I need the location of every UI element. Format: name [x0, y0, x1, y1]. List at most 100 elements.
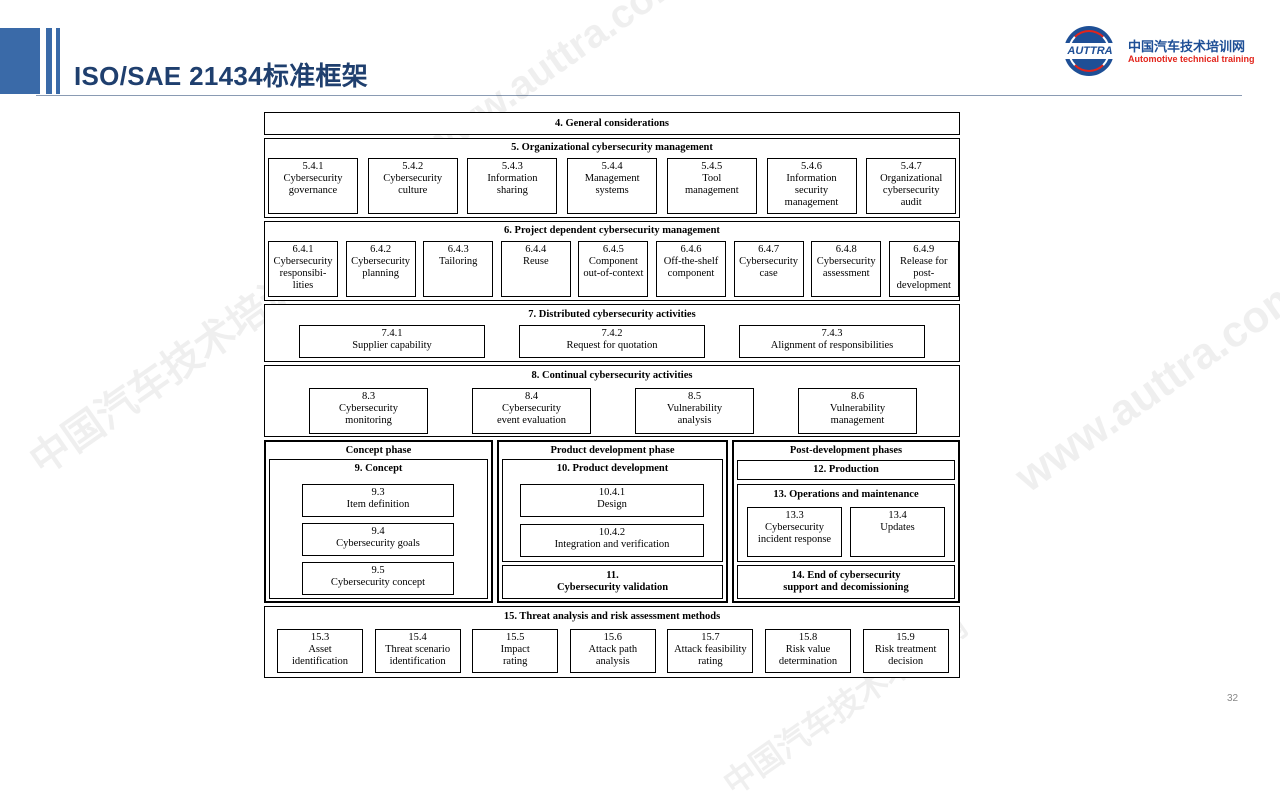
- clause-label: development: [896, 280, 951, 291]
- clause-label: decision: [888, 656, 924, 667]
- phase-post-development: Post-development phases 12. Production 1…: [732, 440, 960, 603]
- clause-number: 9.5: [371, 565, 385, 576]
- clause-number: 5.4.2: [402, 161, 424, 172]
- clause-label: systems: [595, 185, 629, 196]
- clause-production: 12. Production: [737, 460, 955, 480]
- page-number: 32: [1227, 693, 1239, 704]
- clause-label: Cybersecurity: [383, 173, 443, 184]
- clause-title: 10. Product development: [556, 463, 669, 474]
- clause-label: sharing: [496, 185, 528, 196]
- page-title: ISO/SAE 21434标准框架: [74, 61, 369, 91]
- clause-label: monitoring: [345, 415, 392, 426]
- clause-label: Vulnerability: [829, 403, 886, 414]
- clause-number: 15.8: [798, 632, 818, 643]
- clause-label: Organizational: [880, 173, 943, 184]
- clause-number: 6.4.5: [602, 244, 624, 255]
- clause-label: culture: [398, 185, 428, 196]
- clause-label: Risk treatment: [874, 644, 937, 655]
- clause-label: component: [667, 268, 715, 279]
- clause-number: 15.6: [603, 632, 622, 643]
- clause-number: 9.3: [371, 487, 385, 498]
- logo-badge-text: AUTTRA: [1060, 43, 1120, 59]
- clause-label: Attack feasibility: [674, 644, 747, 655]
- clause-number: 5.4.6: [801, 161, 822, 172]
- phase-title: Concept phase: [345, 445, 412, 456]
- clause-cybersecurity-validation: 11. Cybersecurity validation: [502, 565, 723, 599]
- clause-label: Cybersecurity: [351, 256, 411, 267]
- header-accent-stripe-thin: [56, 28, 60, 94]
- clause-label: Design: [597, 499, 627, 510]
- clause-label: Off-the-shelf: [663, 256, 719, 267]
- section-continual-activities: 8. Continual cybersecurity activities 8.…: [264, 365, 960, 437]
- clause-label: Information: [487, 173, 538, 184]
- clause-label: Risk value: [785, 644, 831, 655]
- clause-label: lities: [292, 280, 314, 291]
- logo-en-text: Automotive technical training: [1128, 54, 1255, 64]
- header-accent-bar: [0, 28, 40, 94]
- section-title: 7. Distributed cybersecurity activities: [528, 309, 696, 320]
- clause-number: 6.4.1: [292, 244, 314, 255]
- clause-label: Vulnerability: [666, 403, 723, 414]
- clause-label: analysis: [595, 656, 630, 667]
- header-accent-stripe: [46, 28, 52, 94]
- clause-label: Asset: [308, 644, 332, 655]
- clause-title: 13. Operations and maintenance: [773, 489, 919, 500]
- phase-title: Product development phase: [550, 445, 675, 456]
- clause-number: 13.3: [785, 510, 804, 521]
- clause-number: 8.4: [524, 391, 539, 402]
- clause-number: 6.4.7: [758, 244, 780, 255]
- clause-label: cybersecurity: [882, 185, 940, 196]
- clause-number: 6.4.3: [447, 244, 469, 255]
- clause-number: 15.3: [310, 632, 330, 643]
- clause-number: 15.5: [506, 632, 525, 643]
- clause-label: Threat scenario: [385, 644, 451, 655]
- clause-number: 10.4.1: [598, 487, 626, 498]
- clause-label: Component: [588, 256, 638, 267]
- clause-label: governance: [288, 185, 338, 196]
- section-general-considerations: 4. General considerations: [264, 112, 960, 135]
- clause-label: security: [794, 185, 829, 196]
- clause-label: out-of-context: [583, 268, 644, 279]
- clause-label: Reuse: [522, 256, 549, 267]
- section-title: 8. Continual cybersecurity activities: [531, 370, 693, 381]
- clause-label: Cybersecurity: [273, 256, 333, 267]
- clause-number: 9.4: [371, 526, 385, 537]
- clause-number: 6.4.4: [525, 244, 547, 255]
- clause-label: audit: [900, 197, 922, 208]
- clause-label: Tool: [702, 173, 722, 184]
- clause-label: Cybersecurity goals: [336, 538, 420, 549]
- clause-number: 15.7: [701, 632, 720, 643]
- clause-label: Updates: [880, 522, 915, 533]
- clause-number: 6.4.6: [680, 244, 702, 255]
- clause-label: Impact: [500, 644, 530, 655]
- phase-product-development: Product development phase 10. Product de…: [497, 440, 728, 603]
- clause-number: 5.4.3: [501, 161, 523, 172]
- clause-label: Cybersecurity: [339, 403, 398, 414]
- clause-number: 8.6: [850, 391, 865, 402]
- clause-label: analysis: [677, 415, 712, 426]
- section-project-management: 6. Project dependent cybersecurity manag…: [264, 221, 960, 301]
- clause-number: 10.4.2: [598, 527, 626, 538]
- clause-label: Item definition: [346, 499, 410, 510]
- auttra-logo: AUTTRA 中国汽车技术培训网 Automotive technical tr…: [1060, 24, 1255, 80]
